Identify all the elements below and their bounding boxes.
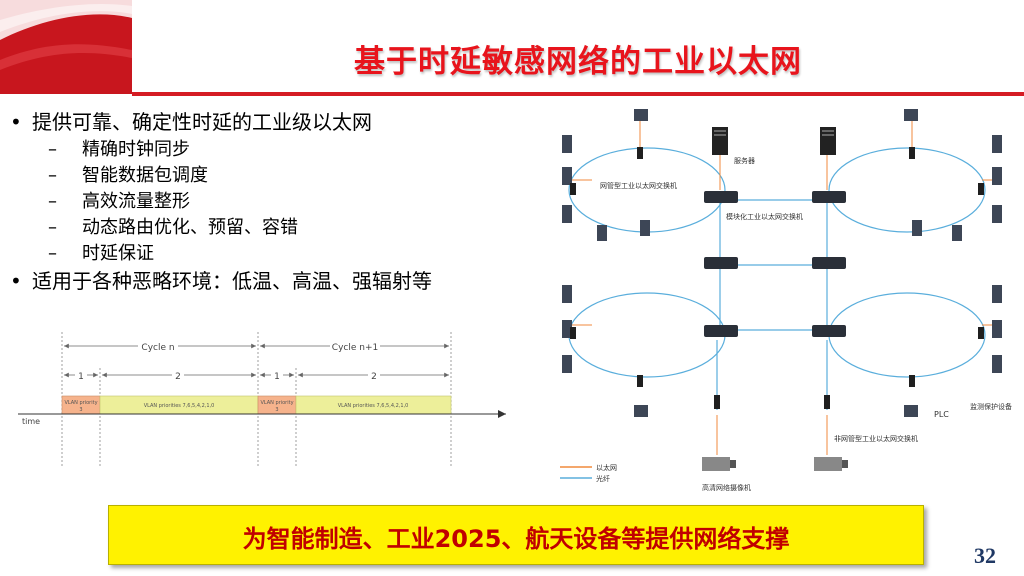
legend: 以太网 光纤 [560, 463, 617, 483]
plc-label: PLC [934, 410, 949, 419]
slot-label: 2 [371, 372, 377, 382]
page-title: 基于时延敏感网络的工业以太网 [354, 44, 802, 80]
sub-bullet-text: 高效流量整形 [82, 191, 190, 212]
slot-label: 2 [175, 372, 181, 382]
block-label: 3 [275, 407, 278, 413]
bullet-list: 提供可靠、确定性时延的工业级以太网 –精确时钟同步 –智能数据包调度 –高效流量… [10, 108, 555, 296]
banner-text: 为智能制造、工业2025、航天设备等提供网络支撑 [242, 525, 790, 553]
slot-label: 1 [274, 372, 280, 382]
title-area: 基于时延敏感网络的工业以太网 [132, 14, 1024, 94]
slot-label: 1 [78, 372, 84, 382]
bullet-item: 适用于各种恶略环境：低温、高温、强辐射等 [10, 267, 555, 296]
page-number: 32 [974, 543, 996, 568]
server-label: 服务器 [734, 156, 755, 165]
sub-bullet-text: 智能数据包调度 [82, 165, 208, 186]
sub-bullet-text: 时延保证 [82, 243, 154, 264]
legend-fiber-label: 光纤 [596, 474, 610, 483]
ethernet-links [572, 117, 1002, 455]
network-topology-diagram: 服务器 [552, 105, 1022, 495]
block-label: 3 [79, 407, 82, 413]
server-icon [820, 127, 836, 155]
tsn-cycle-timing-diagram: Cycle n Cycle n+1 1 2 1 2 VLAN priority … [18, 328, 518, 498]
sub-bullet-item: –动态路由优化、预留、容错 [48, 217, 298, 238]
cycle-label: Cycle n+1 [332, 343, 378, 353]
camera-label: 高清网络摄像机 [702, 483, 751, 492]
bullet-text: 适用于各种恶略环境：低温、高温、强辐射等 [32, 269, 432, 293]
managed-switch-label: 网管型工业以太网交换机 [600, 181, 677, 190]
server-icon [712, 127, 728, 155]
switch-icons [704, 191, 846, 337]
summary-banner: 为智能制造、工业2025、航天设备等提供网络支撑 [108, 505, 924, 565]
monitor-device-label: 监测保护设备 [970, 402, 1012, 411]
bullet-text: 提供可靠、确定性时延的工业级以太网 [32, 110, 372, 134]
cycle-label: Cycle n [141, 343, 174, 353]
sub-bullet-item: –精确时钟同步 [48, 139, 190, 160]
bullet-item: 提供可靠、确定性时延的工业级以太网 [10, 108, 555, 137]
unmanaged-switch-label: 非网管型工业以太网交换机 [834, 434, 918, 443]
camera-icon [814, 457, 848, 471]
sub-bullet-item: –时延保证 [48, 243, 154, 264]
time-axis-label: time [22, 417, 40, 426]
sub-bullet-item: –智能数据包调度 [48, 165, 208, 186]
header-divider [132, 92, 1024, 96]
modular-switch-label: 模块化工业以太网交换机 [726, 212, 803, 221]
ring-switch-icons [570, 147, 984, 409]
block-label: VLAN priorities 7,6,5,4,2,1,0 [144, 403, 215, 409]
sub-bullet-text: 精确时钟同步 [82, 139, 190, 160]
block-label: VLAN priorities 7,6,5,4,2,1,0 [338, 403, 409, 409]
sub-bullet-item: –高效流量整形 [48, 191, 190, 212]
camera-icon [702, 457, 736, 471]
sub-bullet-text: 动态路由优化、预留、容错 [82, 217, 298, 238]
field-device-icons [562, 109, 1002, 417]
header-corner-decoration [0, 0, 132, 94]
block-label: VLAN priority [260, 400, 293, 406]
legend-ethernet-label: 以太网 [596, 463, 617, 472]
block-label: VLAN priority [64, 400, 97, 406]
